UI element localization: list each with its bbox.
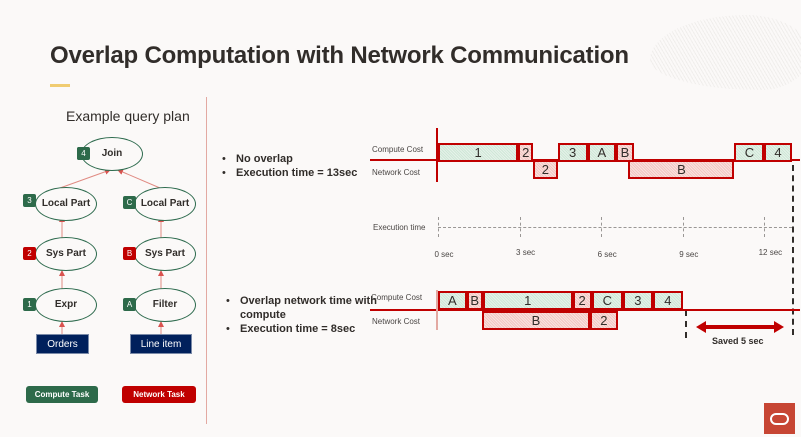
plan-node-sys-part-right: Sys Part — [134, 237, 196, 271]
legend-network-task: Network Task — [122, 386, 196, 403]
no-overlap-network-label: Network Cost — [372, 168, 421, 177]
legend-compute-task: Compute Task — [26, 386, 98, 403]
overlap-bullets: Overlap network time with compute Execut… — [226, 294, 380, 336]
compute-task-bar: 1 — [438, 143, 519, 162]
axis-tick-label: 3 sec — [516, 248, 536, 257]
task-badge-1: 1 — [23, 298, 36, 311]
axis-tick-label: 6 sec — [597, 250, 617, 259]
table-source-orders: Orders — [36, 334, 89, 354]
compute-task-bar: 4 — [652, 291, 683, 310]
compute-task-bar: A — [587, 143, 617, 162]
axis-tick — [764, 217, 766, 237]
axis-tick-label: 12 sec — [758, 248, 783, 257]
axis-tick — [519, 217, 521, 237]
bullet-execution-time-8: Execution time = 8sec — [226, 322, 380, 336]
plan-node-expr: Expr — [35, 288, 97, 322]
network-task-bar: 2 — [590, 311, 618, 330]
bullet-no-overlap: No overlap — [222, 152, 357, 166]
axis-dashed-line — [438, 227, 792, 228]
task-badge-b: B — [123, 247, 136, 260]
edge-localpart-right-to-join — [117, 169, 161, 189]
no-overlap-compute-label: Compute Cost — [372, 145, 424, 154]
network-task-bar: B — [481, 311, 591, 330]
no-overlap-bullets: No overlap Execution time = 13sec — [222, 152, 357, 180]
timeline-start-line — [436, 290, 438, 330]
query-plan-title: Example query plan — [66, 108, 190, 124]
timeline-baseline — [370, 309, 800, 311]
compute-task-bar: 2 — [518, 143, 534, 162]
query-plan-edges — [59, 168, 164, 334]
network-task-bar: 2 — [533, 160, 558, 179]
compute-task-bar: 4 — [764, 143, 792, 162]
end-13sec-marker — [792, 165, 794, 335]
slide-title: Overlap Computation with Network Communi… — [50, 42, 629, 69]
overlap-network-label: Network Cost — [372, 317, 421, 326]
plan-node-local-part-right: Local Part — [134, 187, 196, 221]
axis-tick — [438, 217, 439, 237]
axis-tick — [682, 217, 684, 237]
compute-task-bar: 1 — [482, 291, 573, 310]
timeline-start-line — [436, 128, 438, 182]
axis-tick-label: 9 sec — [679, 250, 699, 259]
compute-task-bar: C — [734, 143, 765, 162]
compute-task-bar: 3 — [557, 143, 588, 162]
vertical-divider — [206, 97, 207, 424]
plan-node-join: Join — [81, 137, 143, 171]
bullet-overlap-network: Overlap network time with compute — [226, 294, 380, 322]
oracle-logo — [764, 403, 795, 434]
table-source-line-item: Line item — [130, 334, 192, 354]
oracle-logo-icon — [770, 412, 789, 425]
edge-localpart-left-to-join — [59, 168, 111, 189]
network-task-bar: B — [628, 160, 735, 179]
task-badge-3: 3 — [23, 194, 36, 207]
overlap-compute-label: Compute Cost — [371, 293, 423, 302]
plan-node-local-part-left: Local Part — [35, 187, 97, 221]
execution-time-label: Execution time — [373, 223, 426, 232]
task-badge-a: A — [123, 298, 136, 311]
compute-task-bar: 2 — [572, 291, 592, 310]
plan-node-filter: Filter — [134, 288, 196, 322]
axis-tick-label: 0 sec — [434, 250, 454, 259]
compute-task-bar: B — [616, 143, 634, 162]
plan-node-sys-part-left: Sys Part — [35, 237, 97, 271]
compute-task-bar: B — [466, 291, 483, 310]
task-badge-2: 2 — [23, 247, 36, 260]
bullet-execution-time-13: Execution time = 13sec — [222, 166, 357, 180]
task-badge-4: 4 — [77, 147, 90, 160]
title-accent-bar — [50, 84, 70, 87]
compute-task-bar: 3 — [622, 291, 653, 310]
task-badge-c: C — [123, 196, 136, 209]
saved-time-label: Saved 5 sec — [712, 336, 764, 346]
end-8sec-marker — [685, 310, 687, 338]
compute-task-bar: A — [438, 291, 467, 310]
decorative-texture — [650, 15, 801, 90]
axis-tick — [601, 217, 603, 237]
compute-task-bar: C — [591, 291, 623, 310]
saved-time-arrow — [696, 321, 784, 333]
